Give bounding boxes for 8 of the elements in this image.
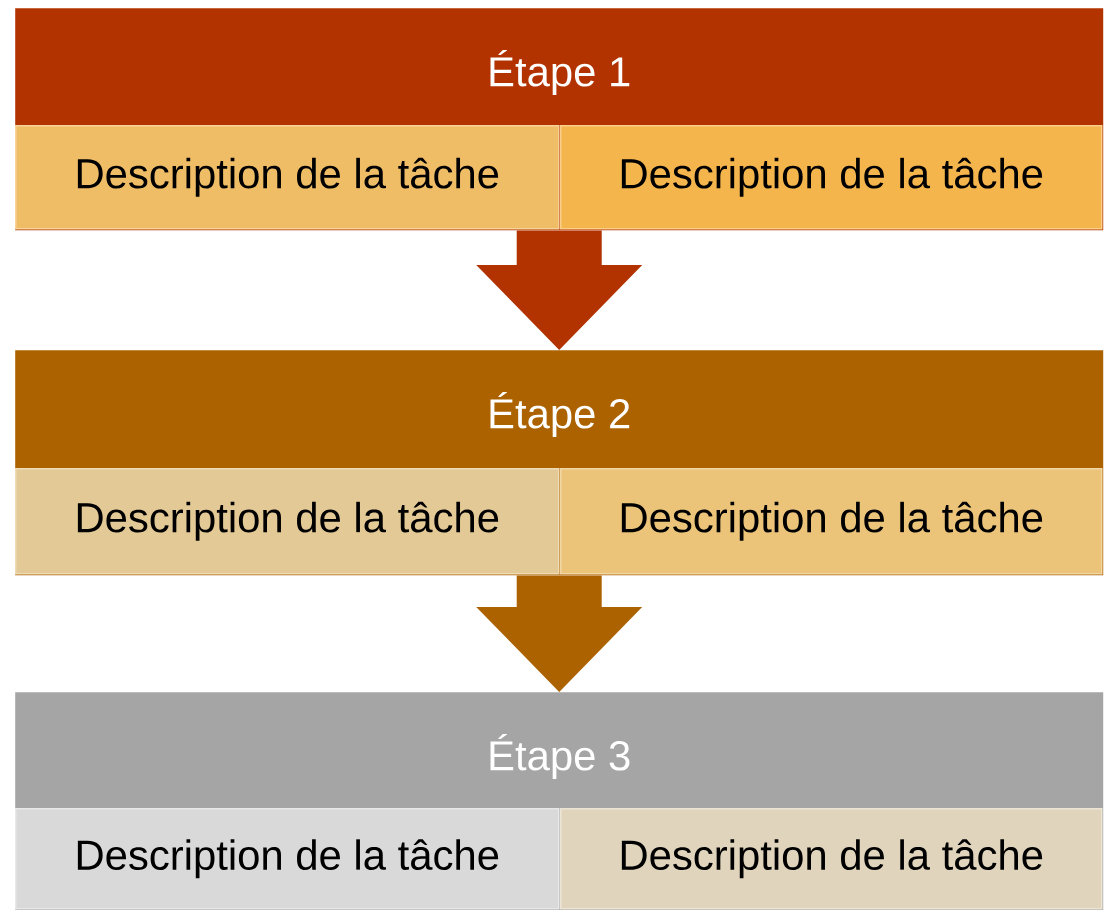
block-arrow [476,575,643,692]
task-cell: Description de la tâche [560,125,1103,230]
task-cell: Description de la tâche [15,808,560,910]
task-cell: Description de la tâche [560,808,1103,910]
task-cell: Description de la tâche [15,125,560,230]
task-cell: Description de la tâche [560,468,1103,575]
block-arrow [476,230,643,350]
task-cell: Description de la tâche [15,468,560,575]
